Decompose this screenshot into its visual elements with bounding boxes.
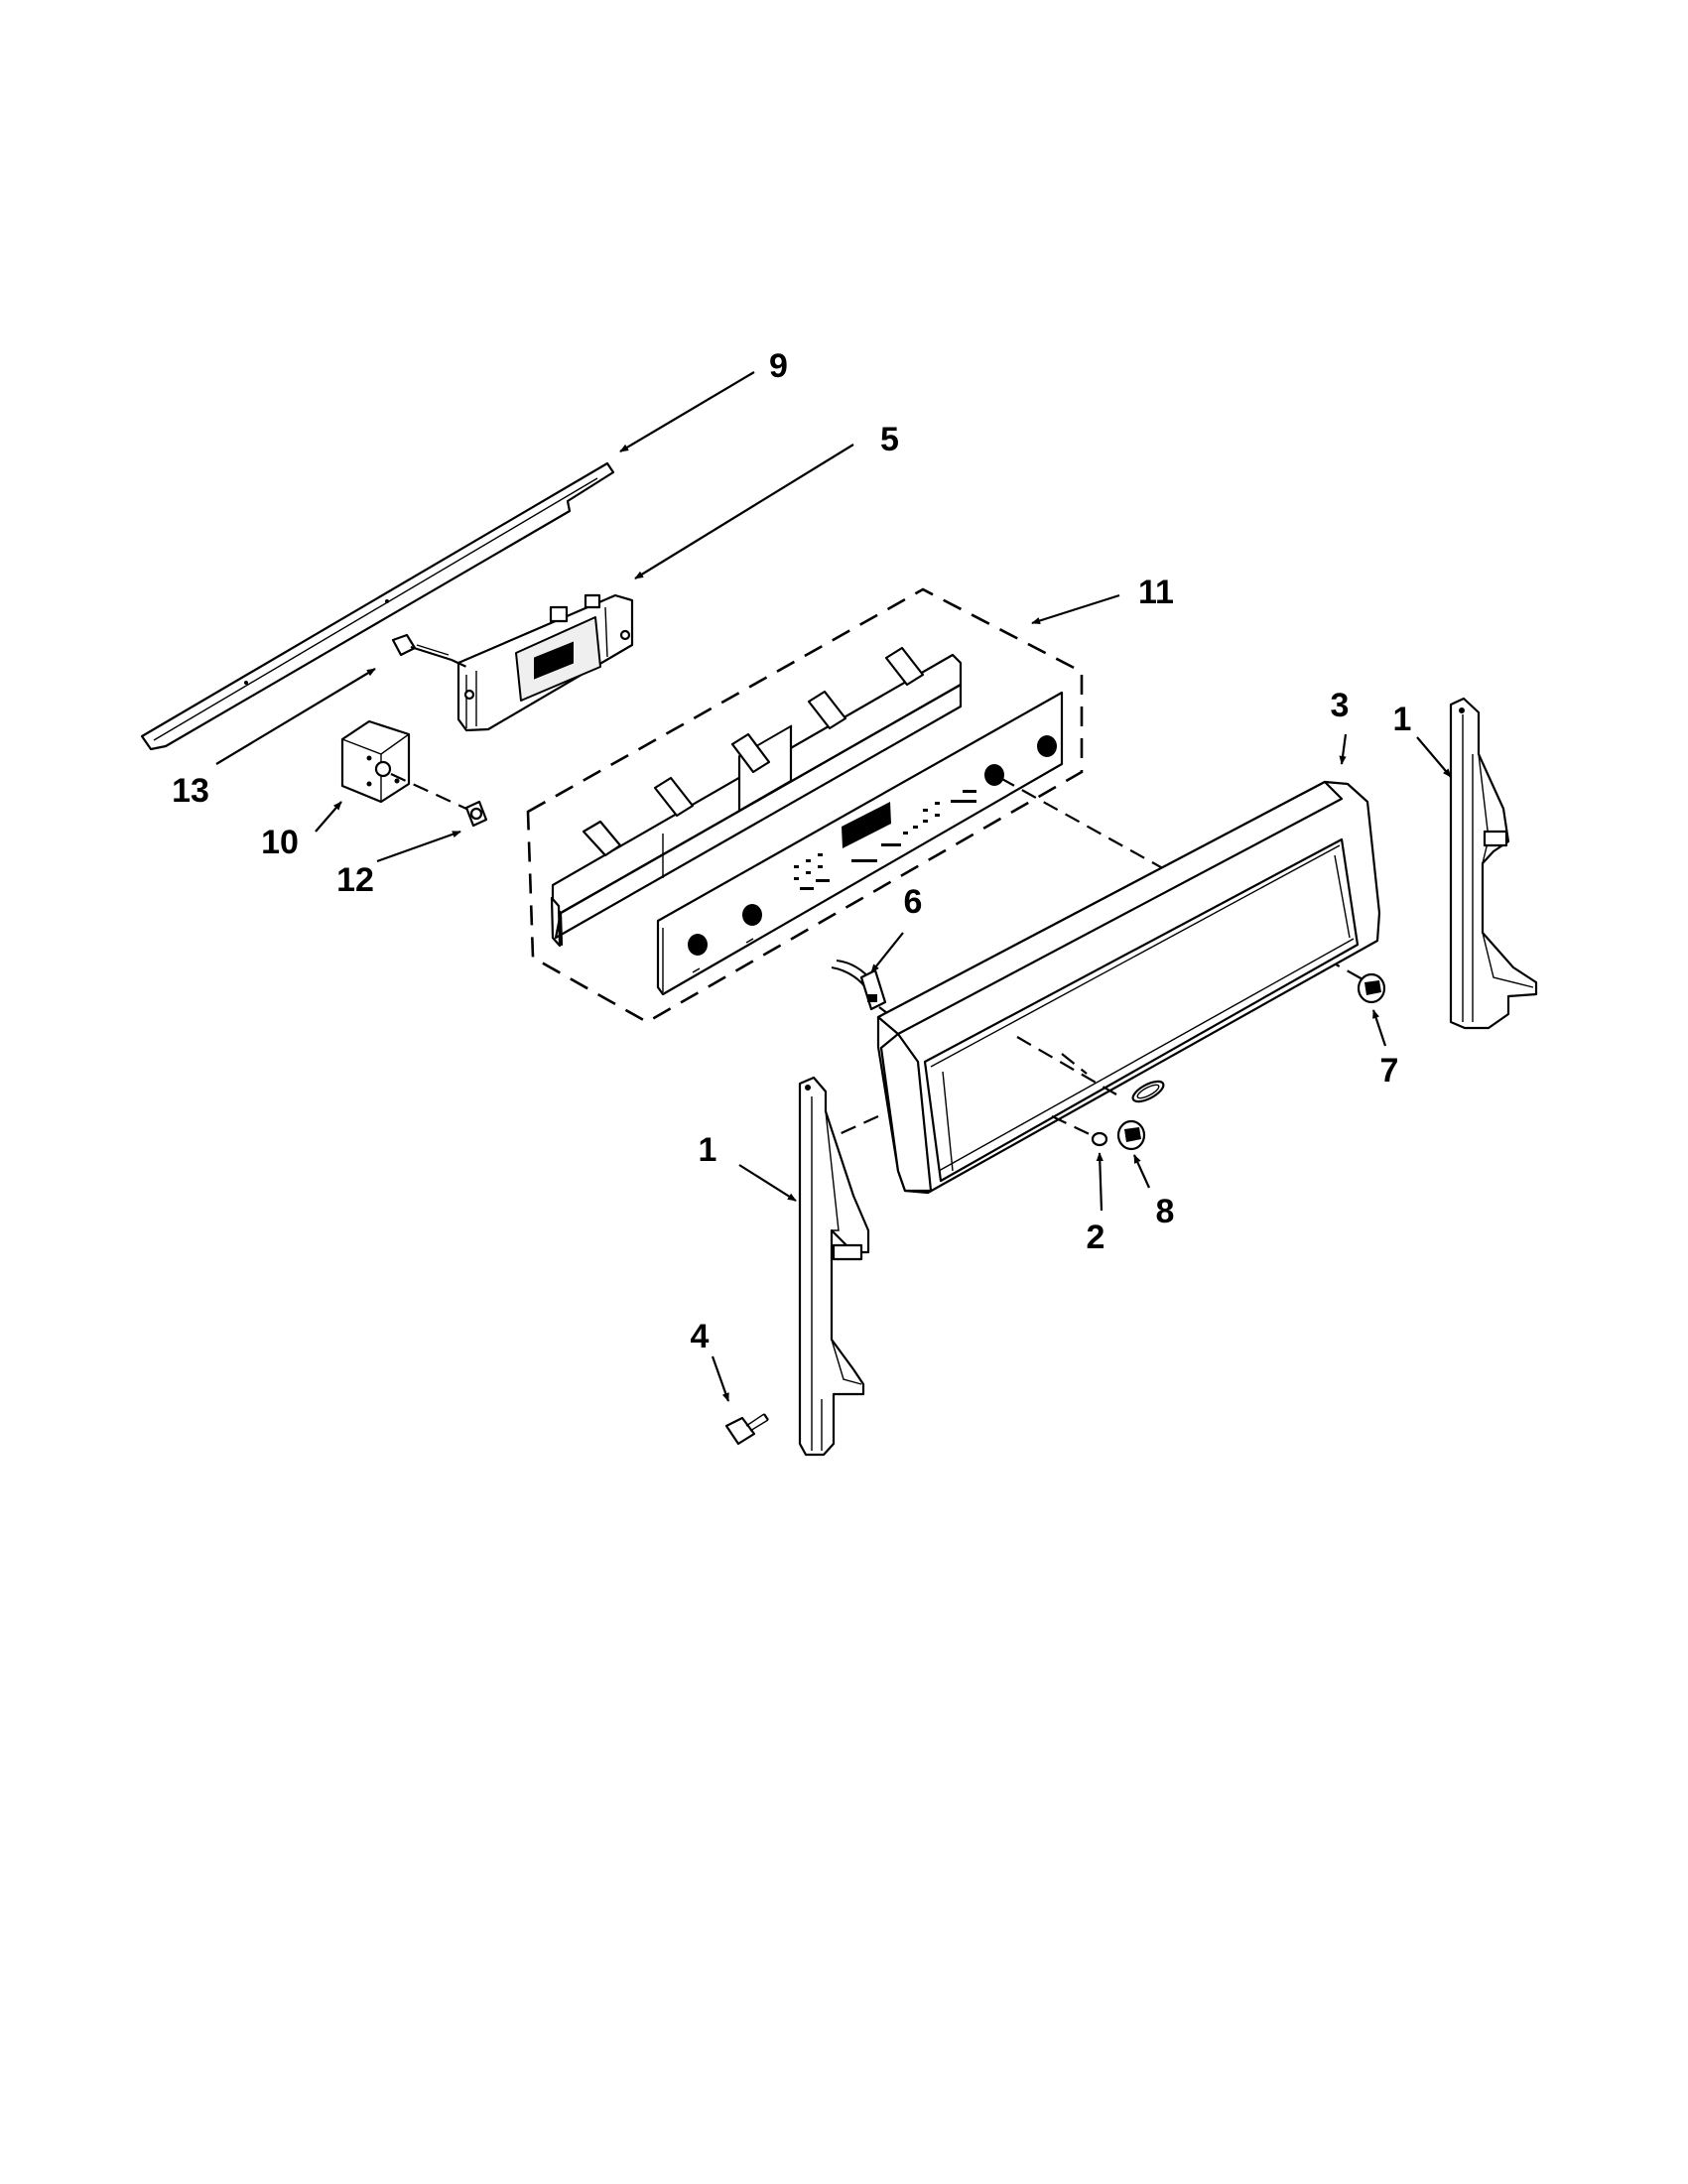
side-bracket-right [1449,697,1538,1030]
switch-screw [464,800,488,828]
trim-strip [140,461,615,751]
callout-4: 4 [691,1318,710,1355]
panel-screw [1091,1131,1108,1147]
callout-3: 3 [1331,687,1350,724]
control-panel-frame [876,780,1381,1195]
callout-7: 7 [1380,1052,1399,1090]
callout-12: 12 [336,861,374,899]
callout-1-left: 1 [699,1131,717,1169]
control-board [456,593,634,732]
callout-13: 13 [172,772,209,810]
callout-2: 2 [1087,1219,1105,1256]
callout-10: 10 [261,824,299,861]
knob-center [1116,1119,1146,1151]
wire-harness [831,960,887,1011]
knob-right [1357,972,1386,1004]
console-assembly [526,587,1084,1024]
callout-6: 6 [904,883,923,921]
side-bracket-left [798,1076,870,1457]
board-screw [391,633,453,662]
callout-5: 5 [880,421,899,458]
callout-1-right: 1 [1393,701,1412,738]
leader-lines [215,371,1452,1402]
switch-block [340,719,411,804]
callout-11: 11 [1138,574,1174,611]
callout-9: 9 [769,347,788,385]
callout-labels: 9 5 11 3 1 13 10 12 6 7 1 8 2 4 [172,347,1411,1355]
callout-8: 8 [1156,1193,1175,1230]
bracket-screw [724,1413,769,1446]
